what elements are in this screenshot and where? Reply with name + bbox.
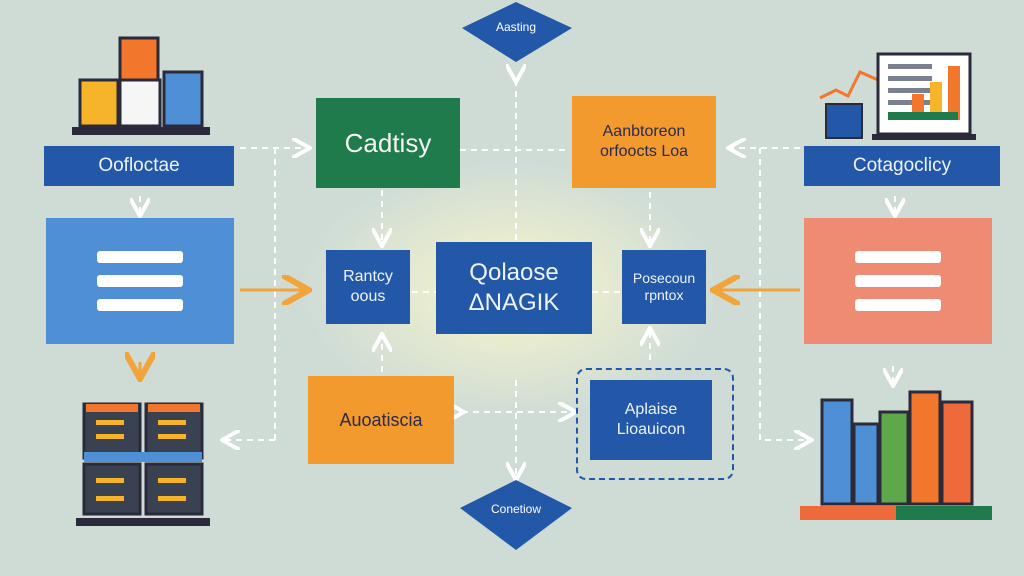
right-header[interactable]: Cotagoclicy	[804, 146, 1000, 186]
right-middle-line-2: rpntox	[644, 287, 684, 303]
storage-stack-icon	[72, 36, 210, 135]
orange-top-line-2: orfoocts Loa	[599, 143, 689, 160]
blue-bottom-line-2: Lioauicon	[616, 421, 686, 438]
list-line	[97, 299, 183, 311]
orange-bottom-box[interactable]: Auoatiscia	[308, 376, 454, 464]
dashed-group	[576, 368, 734, 480]
right-middle-line-1: Posecoun	[632, 269, 696, 286]
blue-bottom-line-1: Aplaise	[624, 401, 678, 418]
blue-bottom-box[interactable]: Aplaise Lioauicon	[590, 380, 712, 460]
list-line	[855, 275, 941, 287]
list-line	[97, 251, 183, 263]
bottom-diamond-label: Conetiow	[490, 502, 542, 516]
bar-books-icon	[800, 390, 992, 520]
dashboard-chart-icon	[819, 52, 976, 140]
left-list-card[interactable]	[46, 218, 234, 344]
green-box[interactable]: Cadtisy	[316, 98, 460, 188]
bottom-diamond-shape	[460, 480, 572, 550]
server-cabinet-icon	[76, 402, 210, 526]
left-header[interactable]: Oofloctae	[44, 146, 234, 186]
left-middle-box[interactable]: Rantcy oous	[326, 250, 410, 324]
right-list-card[interactable]	[804, 218, 992, 344]
left-middle-line-2: oous	[350, 288, 386, 305]
orange-top-box[interactable]: Aanbtoreon orfoocts Loa	[572, 96, 716, 188]
list-line	[97, 275, 183, 287]
left-middle-line-1: Rantcy	[343, 268, 393, 285]
orange-top-line-1: Aanbtoreon	[602, 123, 686, 140]
list-line	[855, 299, 941, 311]
center-line-1: Qolaose	[469, 259, 559, 286]
right-middle-box[interactable]: Posecoun rpntox	[622, 250, 706, 324]
top-diamond-shape	[462, 2, 572, 62]
top-diamond-label: Aasting	[495, 20, 537, 34]
center-box[interactable]: Qolaose ΔNAGIK	[436, 242, 592, 334]
center-line-2: ΔNAGIK	[468, 289, 560, 316]
connector-right-vertical	[759, 148, 810, 440]
list-line	[855, 251, 941, 263]
